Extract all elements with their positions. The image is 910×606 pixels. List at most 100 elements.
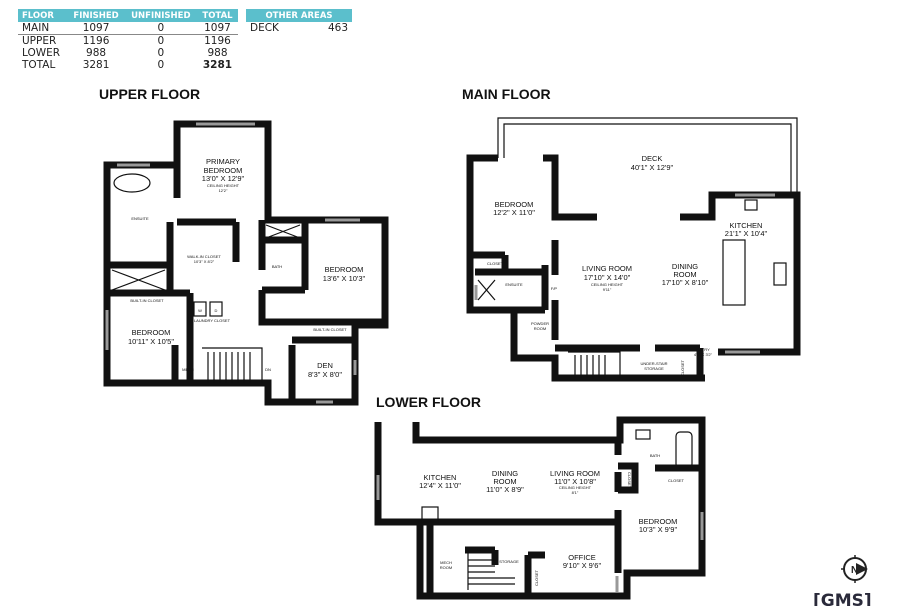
cell: UPPER <box>22 35 57 47</box>
room-label: LIVING ROOM <box>582 264 632 273</box>
cell: 0 <box>124 22 197 35</box>
room-label: ROOM <box>673 270 696 279</box>
cell: 463 <box>327 22 348 34</box>
room-label: WALK-IN CLOSET <box>187 254 221 259</box>
room-label: KITCHEN <box>730 221 763 230</box>
upper-floor-title: UPPER FLOOR <box>99 86 200 102</box>
room-label: ENTRY <box>696 347 710 352</box>
room-dimensions: 11'0" X 8'9" <box>486 485 524 494</box>
stove-icon <box>421 506 439 523</box>
room-label: BEDROOM <box>639 517 678 526</box>
room-label: CLOSET <box>680 359 685 376</box>
bathtub-icon <box>113 173 151 193</box>
dryer-icon <box>209 301 223 317</box>
room-label: STORAGE <box>499 559 519 564</box>
cell: MAIN <box>18 22 68 35</box>
sink-icon <box>744 199 758 211</box>
other-areas-table: OTHER AREAS DECK 463 <box>246 9 352 34</box>
ceiling-height: 12'2" <box>219 188 228 193</box>
room-label: CLOSET <box>627 472 632 489</box>
room-dimensions: 12'2" X 11'0" <box>493 208 535 217</box>
room-label: ENSUITE <box>131 216 149 221</box>
header-other-areas: OTHER AREAS <box>246 9 352 22</box>
kitchen-island <box>722 239 746 306</box>
room-dimensions: 13'6" X 10'3" <box>323 274 366 283</box>
room-label: CLOSET <box>668 478 685 483</box>
room-label: BUILT-IN CLOSET <box>313 327 347 332</box>
room-label: LAUNDRY CLOSET <box>194 318 231 323</box>
room-label: CLOSET <box>534 569 539 586</box>
cell: DECK <box>250 22 279 34</box>
main-floor-plan: MAIN FLOOR DECK 40'1" X 12'9" BEDROOM 12… <box>462 86 801 382</box>
room-label: DINING <box>492 469 518 478</box>
table-row: TOTAL 3281 0 3281 <box>18 59 238 71</box>
lower-floor-plan: LOWER FLOOR KITCHEN 12'4" X 11'0" DINING… <box>374 394 706 600</box>
room-label: DINING <box>672 262 698 271</box>
deck-railing <box>497 117 798 193</box>
lower-floor-title: LOWER FLOOR <box>376 394 481 410</box>
cell: 988 <box>86 47 107 59</box>
room-dimensions: 17'10" X 14'0" <box>584 273 631 282</box>
upper-floor-plan: UPPER FLOOR PRIMARY BEDROOM 13'0" X 12'9… <box>99 86 389 406</box>
cell: 0 <box>157 35 165 47</box>
company-logo: [GMS] <box>813 591 872 606</box>
table-row: DECK 463 <box>246 22 352 34</box>
cell: 1097 <box>67 22 125 35</box>
room-label: BEDROOM <box>325 265 364 274</box>
sink-icon <box>635 429 651 440</box>
room-label: PRIMARY <box>206 157 240 166</box>
room-dimensions: 11'0" X 10'8" <box>554 477 596 486</box>
room-label: KITCHEN <box>424 473 457 482</box>
cell: 0 <box>157 47 165 59</box>
cell: 3281 <box>82 59 110 71</box>
room-label: UNDER-STAIR <box>640 361 667 366</box>
table-row: LOWER 988 0 988 <box>18 47 238 59</box>
staircase <box>467 550 515 590</box>
ceiling-height-label: CEILING HEIGHT <box>591 282 624 287</box>
ceiling-height: 8'1" <box>572 490 579 495</box>
stair-direction-label: UP <box>565 346 571 351</box>
room-dimensions: 8'3" X 8'0" <box>308 370 342 379</box>
stair-direction-label: DN <box>265 367 271 372</box>
table-row: UPPER 1196 0 1196 <box>18 35 238 48</box>
room-dimensions: 13'0" X 12'9" <box>202 174 245 183</box>
room-label: BATH <box>272 264 282 269</box>
header-floor: FLOOR <box>18 9 68 22</box>
room-label: MECH <box>440 560 452 565</box>
cell: TOTAL <box>22 59 56 71</box>
room-dimensions: 10'11" X 10'5" <box>128 337 174 346</box>
room-dimensions: 12'4" X 11'0" <box>419 481 461 490</box>
cell: 0 <box>157 59 165 71</box>
room-label: CLOSET <box>487 261 504 266</box>
room-label: BUILT-IN CLOSET <box>130 298 164 303</box>
header-total: TOTAL <box>196 9 238 22</box>
staircase <box>568 351 621 378</box>
room-label: ROOM <box>534 326 546 331</box>
room-label: BEDROOM <box>495 200 534 209</box>
shower-icon <box>477 279 496 301</box>
stair-direction-label: UP <box>477 547 483 552</box>
shower-icon <box>111 224 301 291</box>
dryer-label: D <box>215 308 218 313</box>
room-label: ROOM <box>440 565 452 570</box>
floor-area-summary-table: FLOOR FINISHED UNFINISHED TOTAL MAIN 109… <box>18 9 238 71</box>
cell: 1097 <box>196 22 238 35</box>
room-label: BATH <box>650 453 660 458</box>
room-label: DECK <box>642 154 663 163</box>
main-floor-title: MAIN FLOOR <box>462 86 551 102</box>
room-label: ENSUITE <box>505 282 523 287</box>
washer-label: W <box>198 308 202 313</box>
stove-icon <box>773 262 787 286</box>
room-label: STORAGE <box>644 366 664 371</box>
staircase <box>202 347 263 383</box>
north-arrow-icon: N <box>841 555 868 583</box>
logo-text: GMS <box>821 591 864 606</box>
lower-exterior-walls <box>374 416 706 600</box>
room-label: MECH <box>182 367 194 372</box>
room-label: LIVING ROOM <box>550 469 600 478</box>
svg-text:N: N <box>851 565 858 576</box>
room-label: DEN <box>317 361 333 370</box>
washer-icon <box>193 301 207 317</box>
upper-interior-walls <box>107 165 385 402</box>
